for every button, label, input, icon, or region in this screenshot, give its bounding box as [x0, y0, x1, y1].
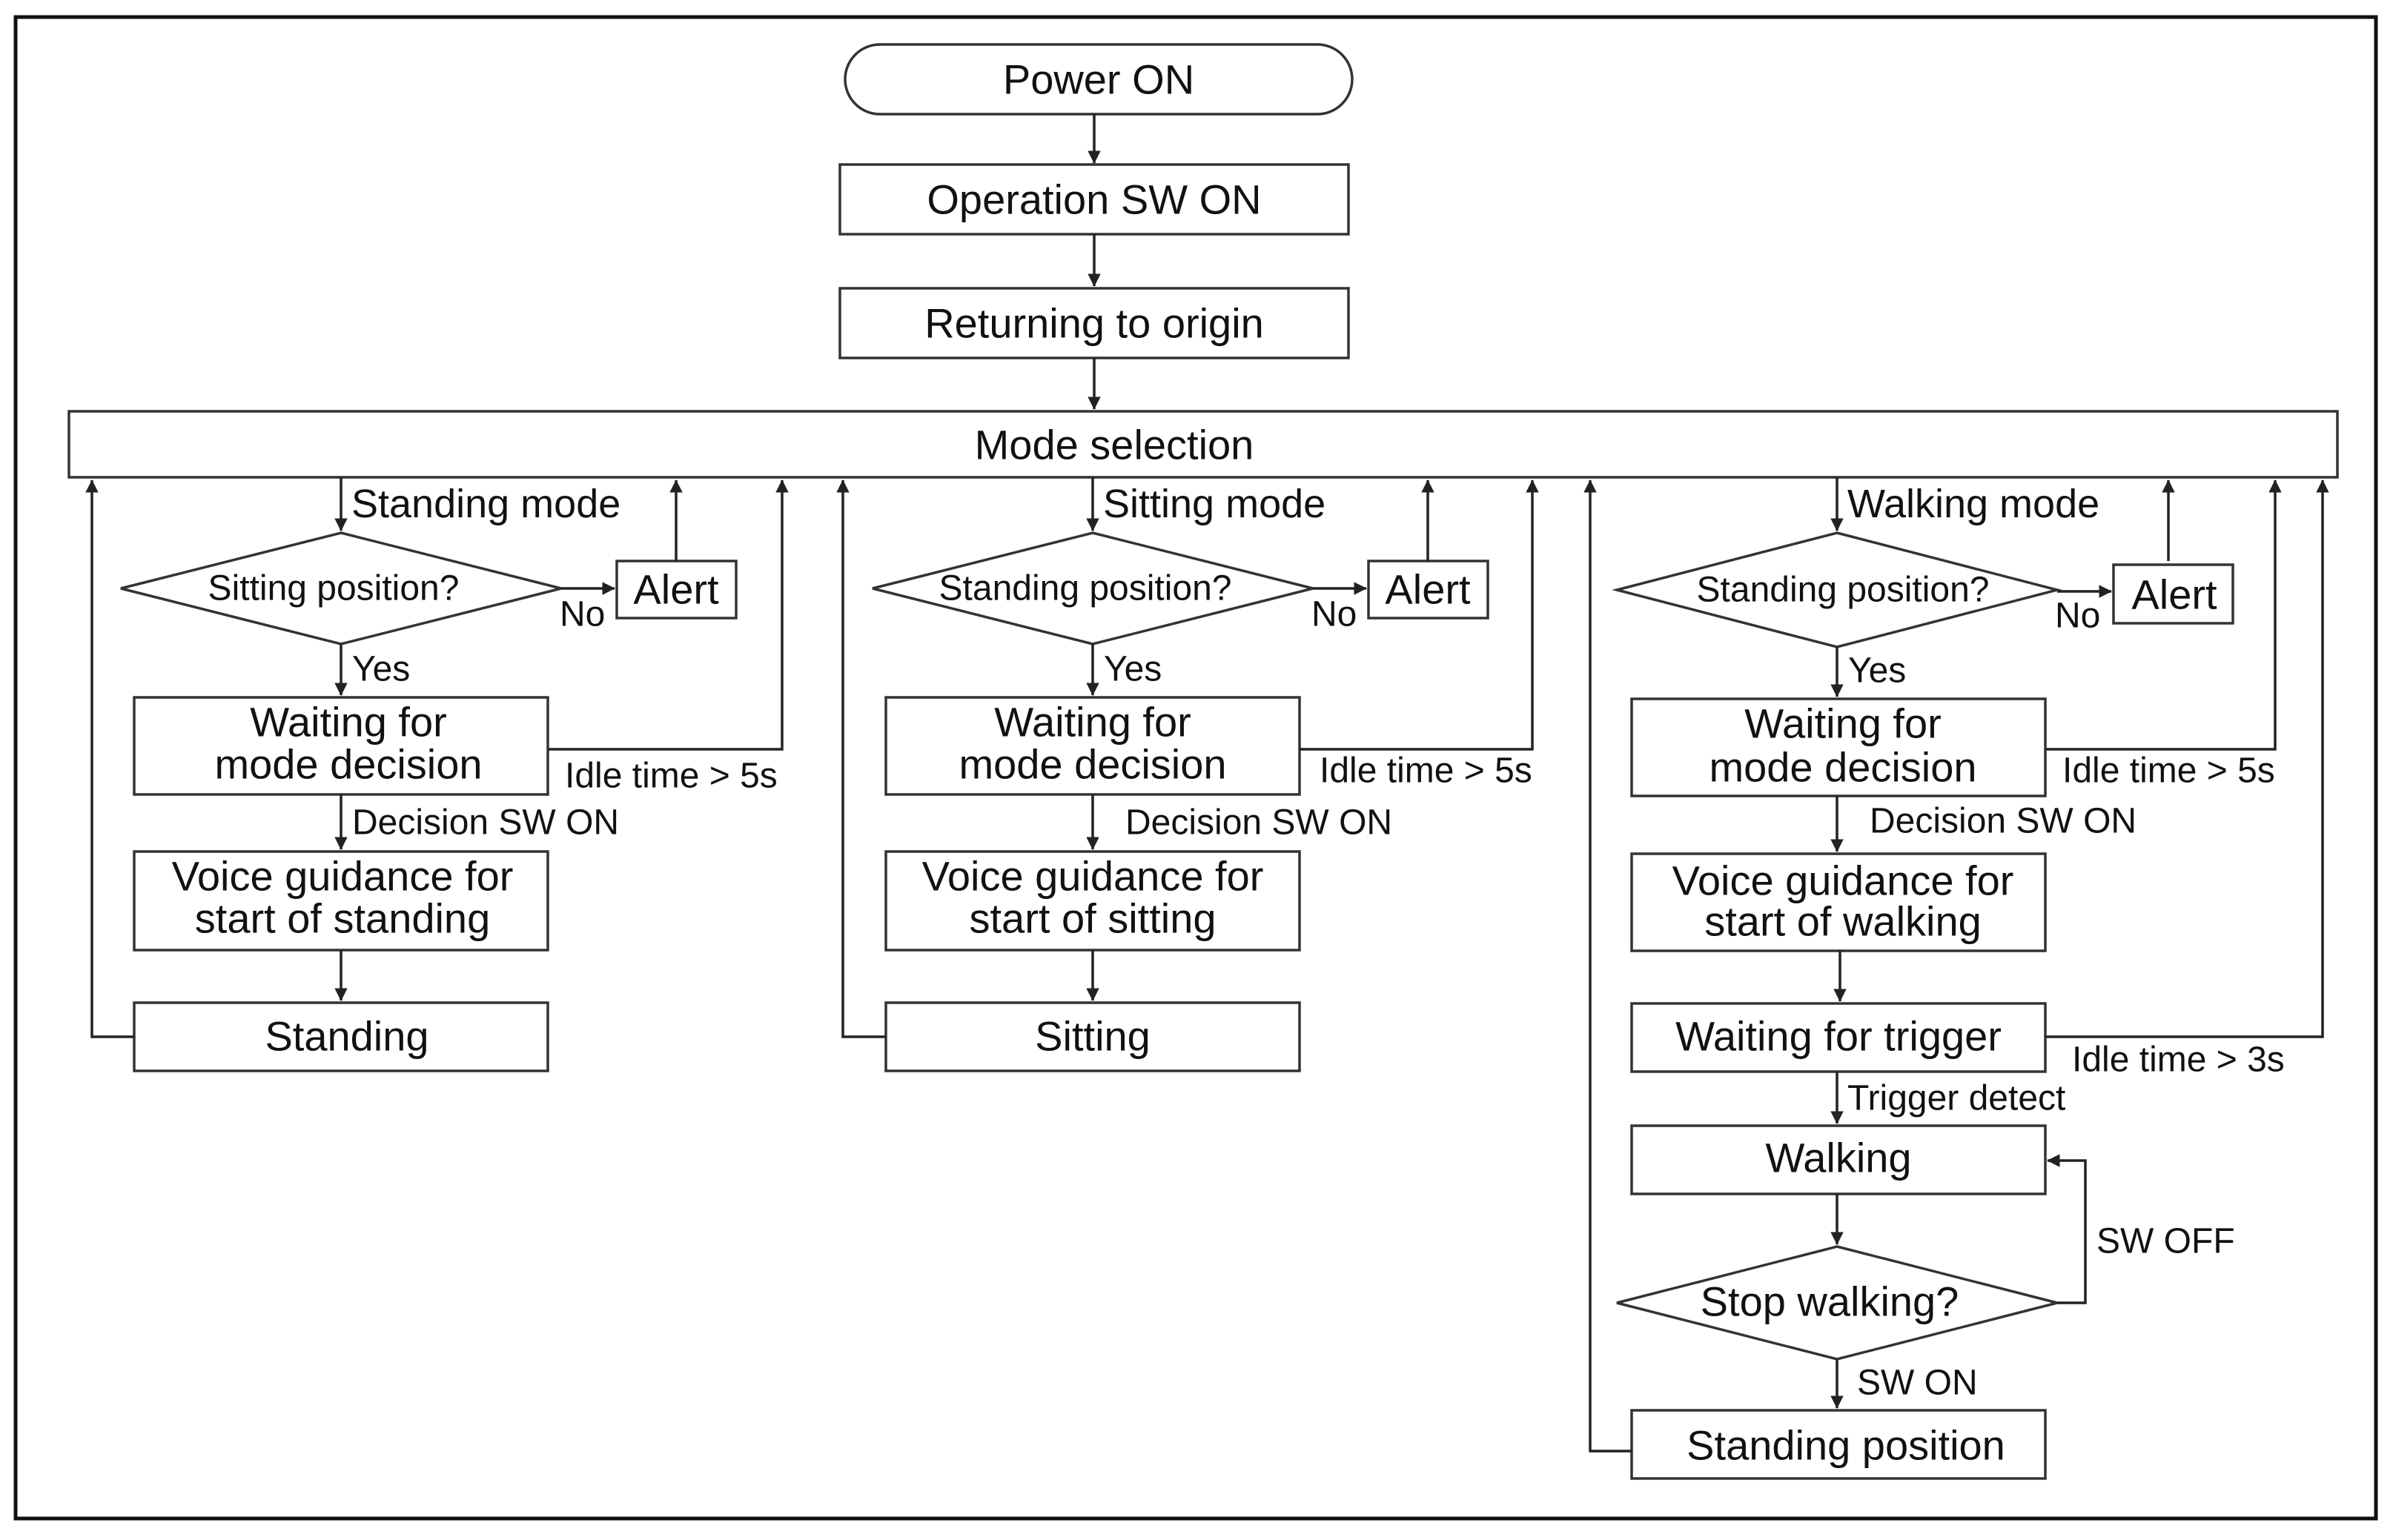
walking-yes-label: Yes: [1848, 651, 1906, 691]
sitting-waiting-line1: Waiting for: [994, 699, 1191, 746]
arrow-standing-idle-return: [548, 479, 789, 751]
sitting-voice-line2: start of sitting: [969, 895, 1216, 942]
walking-waiting-box: [1630, 697, 2047, 797]
arrow-trigger-idle-return: [2045, 479, 2329, 1038]
sitting-decision-sw-label: Decision SW ON: [1125, 803, 1392, 843]
mode-selection-bar: [67, 410, 2339, 479]
standing-position-label: Standing position: [1687, 1422, 2005, 1469]
walking-alert-label: Alert: [2131, 571, 2217, 618]
sitting-branch: Sitting mode Standing position? No Alert…: [836, 477, 1539, 1072]
standing-action-label: Standing: [265, 1013, 428, 1060]
arrow-walking-idle-return: [2045, 479, 2282, 751]
standing-position-box: [1630, 1409, 2047, 1480]
walking-voice-box: [1630, 852, 2047, 952]
sitting-idle-label: Idle time > 5s: [1320, 751, 1532, 791]
sitting-no-label: No: [1311, 595, 1357, 634]
power-on-terminal: [844, 43, 1354, 116]
walking-branch: Walking mode Standing position? No Alert…: [1583, 477, 2329, 1480]
sitting-alert-box: [1367, 560, 1489, 620]
sitting-voice-line1: Voice guidance for: [922, 853, 1264, 900]
standing-mode-label: Standing mode: [351, 482, 620, 526]
standing-voice-box: [133, 850, 549, 952]
arrow-standing-loop-return: [85, 479, 134, 1038]
standing-waiting-box: [133, 696, 549, 796]
walking-mode-label: Walking mode: [1847, 482, 2099, 526]
standing-voice-line2: start of standing: [195, 895, 490, 942]
standing-idle-label: Idle time > 5s: [565, 757, 778, 796]
sitting-waiting-box: [884, 696, 1301, 796]
standing-yes-label: Yes: [352, 650, 410, 689]
standing-action-box: [133, 1001, 549, 1072]
walking-no-label: No: [2055, 597, 2100, 636]
stop-walking-label: Stop walking?: [1701, 1278, 1959, 1325]
sw-off-label: SW OFF: [2096, 1222, 2235, 1261]
mode-selection-label: Mode selection: [975, 422, 1254, 468]
sitting-waiting-line2: mode decision: [959, 741, 1226, 788]
walking-label: Walking: [1765, 1135, 1911, 1181]
trigger-wait-label: Waiting for trigger: [1675, 1013, 2002, 1060]
standing-waiting-line1: Waiting for: [250, 699, 447, 746]
sw-on-label: SW ON: [1857, 1364, 1978, 1403]
walking-voice-line2: start of walking: [1704, 898, 1982, 945]
walking-waiting-line2: mode decision: [1709, 744, 1976, 791]
sitting-action-box: [884, 1001, 1301, 1072]
returning-origin-label: Returning to origin: [924, 300, 1264, 347]
arrow-sitting-loop-return: [836, 479, 886, 1038]
walking-decision-sw-label: Decision SW ON: [1870, 802, 2137, 841]
trigger-idle-label: Idle time > 3s: [2072, 1041, 2285, 1080]
walking-decision-label: Standing position?: [1697, 571, 1990, 610]
walking-waiting-line1: Waiting for: [1744, 700, 1942, 747]
walking-alert-box: [2112, 563, 2234, 625]
sitting-decision-label: Standing position?: [939, 569, 1232, 608]
sitting-alert-label: Alert: [1385, 566, 1471, 613]
sitting-action-label: Sitting: [1035, 1013, 1151, 1060]
returning-origin-box: [838, 287, 1350, 359]
arrow-sw-off-return: [2047, 1154, 2087, 1304]
trigger-wait-box: [1630, 1002, 2047, 1073]
operation-sw-label: Operation SW ON: [927, 176, 1261, 223]
sitting-position-label: Sitting position?: [208, 569, 460, 608]
arrow-walking-loop-return: [1583, 479, 1632, 1453]
power-on-label: Power ON: [1003, 56, 1194, 103]
standing-decision-sw-label: Decision SW ON: [352, 803, 619, 843]
standing-waiting-line2: mode decision: [214, 741, 482, 788]
walking-voice-line1: Voice guidance for: [1672, 857, 2014, 904]
sitting-voice-box: [884, 850, 1301, 952]
sitting-mode-label: Sitting mode: [1103, 482, 1325, 526]
arrow-sitting-idle-return: [1300, 479, 1539, 751]
walking-box: [1630, 1124, 2047, 1195]
sitting-yes-label: Yes: [1104, 650, 1162, 689]
walking-idle-label: Idle time > 5s: [2062, 751, 2275, 791]
standing-voice-line1: Voice guidance for: [172, 853, 514, 900]
standing-alert-label: Alert: [633, 566, 719, 613]
standing-branch: Standing mode Sitting position? No Alert…: [85, 477, 789, 1072]
standing-no-label: No: [560, 595, 605, 634]
trigger-detect-label: Trigger detect: [1847, 1079, 2065, 1118]
